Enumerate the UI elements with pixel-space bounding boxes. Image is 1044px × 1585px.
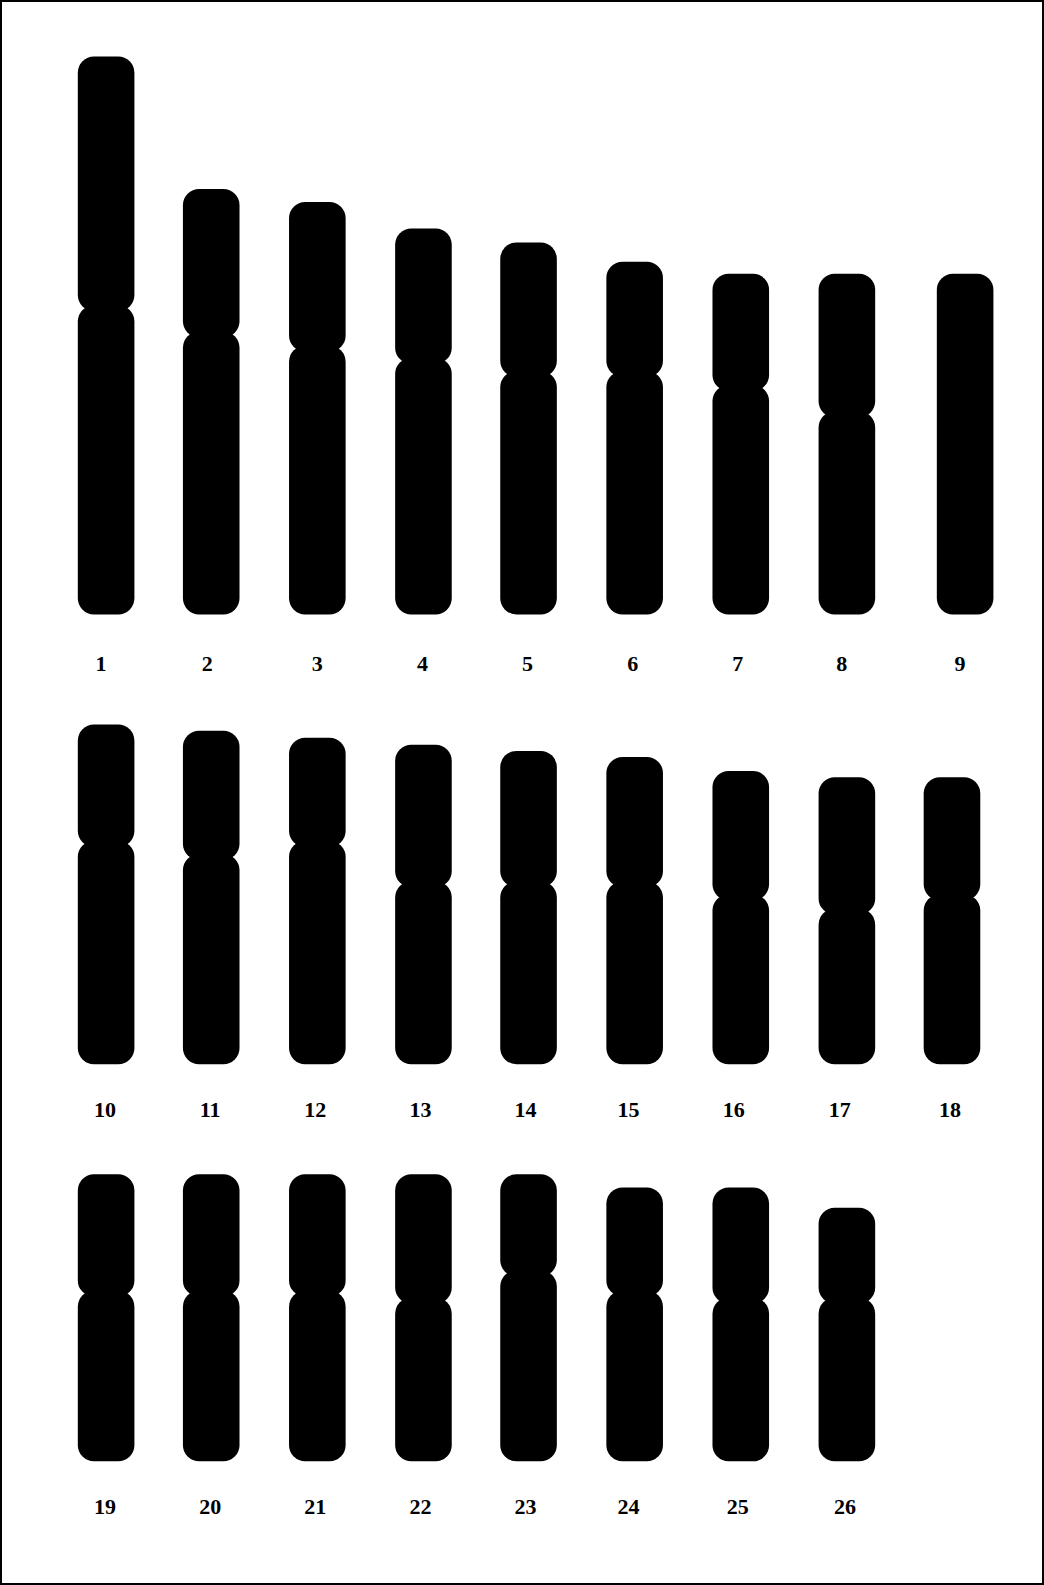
chromosome-number: 21	[304, 1494, 326, 1520]
chromosome-arm	[924, 894, 981, 1064]
chromosome-number: 16	[723, 1097, 745, 1123]
chromosome-arm	[183, 1291, 240, 1462]
chromosome-arm	[395, 228, 452, 363]
chromosome-arm	[78, 841, 135, 1064]
chromosome-number: 12	[304, 1097, 326, 1123]
chromosome-number: 18	[939, 1097, 961, 1123]
chromosome-arm	[500, 243, 557, 377]
chromosome-number: 6	[627, 651, 638, 677]
chromosome-number: 1	[96, 651, 107, 677]
chromosome-arm	[819, 411, 876, 614]
chromosome-number: 24	[618, 1494, 640, 1520]
chromosome-arm	[395, 1174, 452, 1303]
chromosome-arm	[606, 1187, 663, 1296]
chromosome-arm	[395, 1298, 452, 1462]
chromosome-arm	[712, 274, 769, 391]
chromosome-arm	[606, 881, 663, 1064]
chromosome-arm	[183, 1174, 240, 1296]
chromosome-arm	[500, 371, 557, 615]
chromosome-arm	[78, 1174, 135, 1296]
chromosome-arm	[712, 1298, 769, 1462]
chromosome-number: 20	[199, 1494, 221, 1520]
chromosome-arm	[937, 274, 994, 615]
chromosome-arm	[500, 881, 557, 1064]
chromosome-arm	[289, 1174, 346, 1296]
chromosome-number: 19	[94, 1494, 116, 1520]
chromosome-arm	[183, 854, 240, 1064]
chromosome-arm	[500, 1270, 557, 1461]
chromosome-arm	[78, 305, 135, 614]
chromosome-number: 17	[829, 1097, 851, 1123]
chromosome-arm	[395, 881, 452, 1064]
chromosome-arm	[395, 745, 452, 887]
chromosome-number: 2	[202, 651, 213, 677]
chromosome-arm	[606, 757, 663, 887]
chromosome-number: 13	[409, 1097, 431, 1123]
chromosome-arm	[500, 751, 557, 887]
chromosome-number: 11	[200, 1097, 221, 1123]
chromosome-arm	[924, 777, 981, 900]
chromosome-number: 4	[417, 651, 428, 677]
chromosome-number: 22	[409, 1494, 431, 1520]
chromosome-arm	[819, 274, 876, 418]
chromosome-arm	[289, 738, 346, 847]
chromosome-arm	[78, 57, 135, 312]
chromosome-arm	[819, 909, 876, 1065]
chromosome-arm	[712, 894, 769, 1064]
chromosome-number: 14	[515, 1097, 537, 1123]
chromosome-number: 15	[618, 1097, 640, 1123]
chromosome-number: 7	[732, 651, 743, 677]
chromosome-number: 10	[94, 1097, 116, 1123]
chromosome-arm	[606, 1291, 663, 1462]
chromosome-arm	[819, 1208, 876, 1304]
chromosome-arm	[289, 202, 346, 352]
chromosome-arm	[819, 1298, 876, 1462]
chromosome-arm	[712, 1187, 769, 1303]
chromosome-arm	[289, 841, 346, 1064]
chromosome-arm	[183, 331, 240, 614]
chromosome-arm	[289, 346, 346, 615]
chromosome-arm	[289, 1291, 346, 1462]
chromosome-arm	[78, 725, 135, 847]
chromosome-arm	[78, 1291, 135, 1462]
chromosome-number: 8	[836, 651, 847, 677]
chromosome-number: 3	[312, 651, 323, 677]
chromosome-arm	[712, 771, 769, 900]
chromosome-number: 9	[955, 651, 966, 677]
chromosome-number: 26	[834, 1494, 856, 1520]
chromosome-number: 23	[515, 1494, 537, 1520]
chromosome-arm	[183, 189, 240, 338]
chromosome-number: 5	[522, 651, 533, 677]
chromosome-arm	[606, 371, 663, 615]
chromosome-arm	[606, 262, 663, 377]
chromosome-arm	[395, 358, 452, 615]
chromosome-arm	[712, 385, 769, 614]
chromosome-number: 25	[727, 1494, 749, 1520]
chromosome-arm	[819, 777, 876, 914]
chromosome-arm	[183, 731, 240, 860]
chromosome-arm	[500, 1174, 557, 1276]
